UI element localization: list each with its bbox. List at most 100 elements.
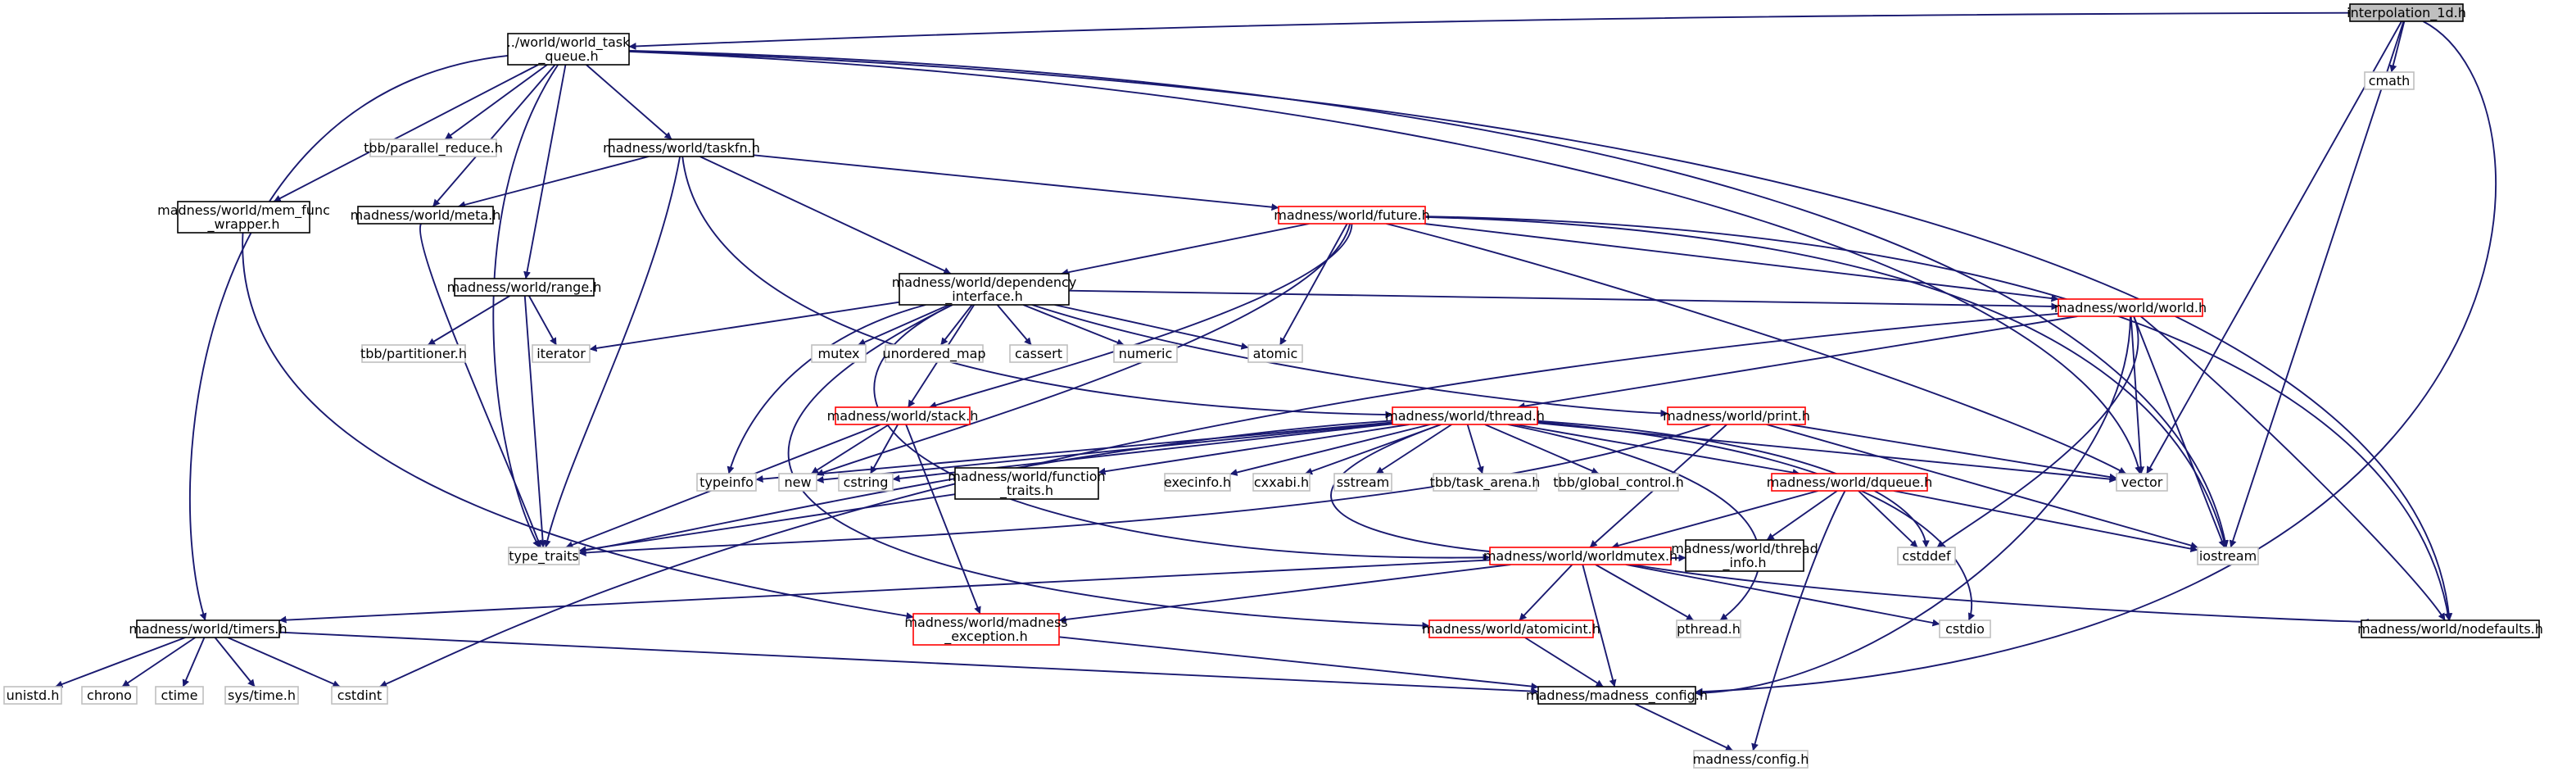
node-wtq[interactable]: ../world/world_task_queue.h bbox=[507, 33, 631, 66]
node-label: iostream bbox=[2199, 548, 2257, 564]
node-cstddef: cstddef bbox=[1897, 547, 1956, 565]
node-label: madness/world/meta.h bbox=[351, 207, 501, 223]
node-box bbox=[2349, 3, 2464, 22]
node-label: sys/time.h bbox=[228, 688, 296, 703]
node-label: madness/world/stack.h bbox=[827, 408, 979, 424]
node-atomicint[interactable]: madness/world/atomicint.h bbox=[1422, 619, 1600, 638]
edge-timers-to-ctime bbox=[182, 637, 206, 688]
edge-thread-to-new bbox=[816, 422, 1393, 483]
node-box bbox=[508, 547, 580, 565]
node-madexc[interactable]: madness/world/madness_exception.h bbox=[904, 613, 1068, 646]
node-vector: vector bbox=[2116, 473, 2168, 492]
node-box bbox=[835, 406, 971, 425]
edge-thread-to-pthread bbox=[1507, 424, 1761, 621]
node-nodefaults[interactable]: madness/world/nodefaults.h bbox=[2357, 619, 2543, 638]
node-box bbox=[2058, 298, 2203, 317]
edge-thread-to-tbbarena bbox=[1466, 424, 1484, 474]
node-label: cassert bbox=[1015, 346, 1062, 361]
edge-world-to-thread bbox=[1517, 315, 2078, 411]
node-box bbox=[369, 138, 497, 157]
edge-taskfn-to-depint bbox=[699, 156, 952, 275]
node-umap: unordered_map bbox=[882, 344, 986, 363]
node-label: madness/world/thread.h bbox=[1385, 408, 1545, 424]
node-label: madness/world/thread bbox=[1671, 541, 1818, 556]
node-box bbox=[778, 473, 817, 492]
node-tbbpart: tbb/partitioner.h bbox=[360, 344, 467, 363]
node-print[interactable]: madness/world/print.h bbox=[1663, 406, 1810, 425]
edge-world-to-vector bbox=[2130, 315, 2145, 474]
node-root[interactable]: interpolation_1d.h bbox=[2347, 3, 2466, 22]
edge-depint-to-print bbox=[1031, 304, 1668, 417]
node-world[interactable]: madness/world/world.h bbox=[2054, 298, 2207, 317]
edge-timers-to-cstdint bbox=[227, 637, 341, 688]
node-madconfig[interactable]: madness/madness_config.h bbox=[1526, 686, 1708, 705]
node-box bbox=[1009, 344, 1068, 363]
node-box bbox=[838, 473, 894, 492]
edge-functraits-to-typetraits bbox=[578, 493, 956, 554]
edge-range-to-tbbpart bbox=[428, 295, 510, 346]
node-pthread: pthread.h bbox=[1676, 619, 1741, 638]
node-iterator: iterator bbox=[532, 344, 591, 363]
node-cmath: cmath bbox=[2364, 71, 2415, 90]
node-worldmutex[interactable]: madness/world/worldmutex.h bbox=[1483, 547, 1677, 565]
node-functraits[interactable]: madness/world/function_traits.h bbox=[948, 467, 1106, 500]
node-label: atomic bbox=[1253, 346, 1298, 361]
node-box bbox=[155, 686, 204, 705]
node-thread[interactable]: madness/world/thread.h bbox=[1385, 406, 1545, 425]
edge-future-to-vector bbox=[1386, 223, 2126, 474]
edge-dqueue-to-threadinfo bbox=[1766, 490, 1838, 541]
node-taskfn[interactable]: madness/world/taskfn.h bbox=[603, 138, 760, 157]
node-label: tbb/global_control.h bbox=[1553, 474, 1683, 491]
edge-taskfn-to-typetraits bbox=[543, 156, 681, 548]
node-box bbox=[811, 344, 867, 363]
node-label: cstdio bbox=[1945, 621, 1985, 637]
node-label: madness/world/dqueue.h bbox=[1767, 474, 1933, 490]
node-label: unistd.h bbox=[7, 688, 60, 703]
node-stack[interactable]: madness/world/stack.h bbox=[827, 406, 979, 425]
node-box bbox=[899, 273, 1070, 306]
edge-wtq-to-vector bbox=[628, 50, 2143, 474]
edge-root-to-cmath bbox=[2389, 20, 2406, 73]
node-box bbox=[1247, 344, 1303, 363]
node-mutex: mutex bbox=[811, 344, 867, 363]
node-box bbox=[1433, 473, 1537, 492]
node-box bbox=[1113, 344, 1178, 363]
edge-atomicint-to-madconfig bbox=[1524, 637, 1604, 688]
node-dqueue[interactable]: madness/world/dqueue.h bbox=[1767, 473, 1933, 492]
node-box bbox=[224, 686, 299, 705]
node-label: unordered_map bbox=[882, 346, 985, 362]
edge-stack-to-madexc bbox=[905, 424, 981, 615]
node-cstdio: cstdio bbox=[1939, 619, 1991, 638]
node-box bbox=[136, 619, 280, 638]
node-chrono: chrono bbox=[81, 686, 138, 705]
node-meta[interactable]: madness/world/meta.h bbox=[351, 206, 501, 225]
edge-future-to-atomic bbox=[1279, 223, 1348, 346]
edge-range-to-iterator bbox=[528, 295, 557, 346]
node-label: interpolation_1d.h bbox=[2347, 5, 2466, 21]
node-timers[interactable]: madness/world/timers.h bbox=[129, 619, 287, 638]
node-label: madness/world/madness bbox=[904, 615, 1067, 630]
node-label: madness/world/print.h bbox=[1663, 408, 1810, 424]
node-label: execinfo.h bbox=[1164, 474, 1231, 490]
edge-thread-to-execinfo bbox=[1229, 424, 1431, 476]
node-box bbox=[912, 613, 1060, 646]
edge-depint-to-cassert bbox=[996, 304, 1032, 346]
node-depint[interactable]: madness/world/dependency_interface.h bbox=[892, 273, 1077, 306]
edge-timers-to-unistd bbox=[55, 637, 186, 688]
node-future[interactable]: madness/world/future.h bbox=[1274, 206, 1430, 225]
edge-world-to-madconfig bbox=[1695, 315, 2131, 697]
edge-worldmutex-to-madexc bbox=[1058, 564, 1511, 624]
node-label: chrono bbox=[87, 688, 132, 703]
node-label: tbb/partitioner.h bbox=[360, 346, 467, 361]
node-range[interactable]: madness/world/range.h bbox=[447, 278, 602, 297]
edge-timers-to-chrono bbox=[121, 637, 196, 688]
edge-depint-to-worldmutex bbox=[873, 304, 1491, 561]
edge-dqueue-to-config bbox=[1751, 490, 1846, 751]
node-threadinfo[interactable]: madness/world/thread_info.h bbox=[1671, 539, 1818, 572]
node-box bbox=[2361, 619, 2540, 638]
edge-wtq-to-range bbox=[523, 64, 567, 279]
edge-timers-to-madconfig bbox=[278, 631, 1539, 696]
node-tbbarena: tbb/task_arena.h bbox=[1430, 473, 1540, 492]
edge-timers-to-systime bbox=[214, 637, 256, 688]
node-memfunc[interactable]: madness/world/mem_func_wrapper.h bbox=[157, 201, 330, 234]
